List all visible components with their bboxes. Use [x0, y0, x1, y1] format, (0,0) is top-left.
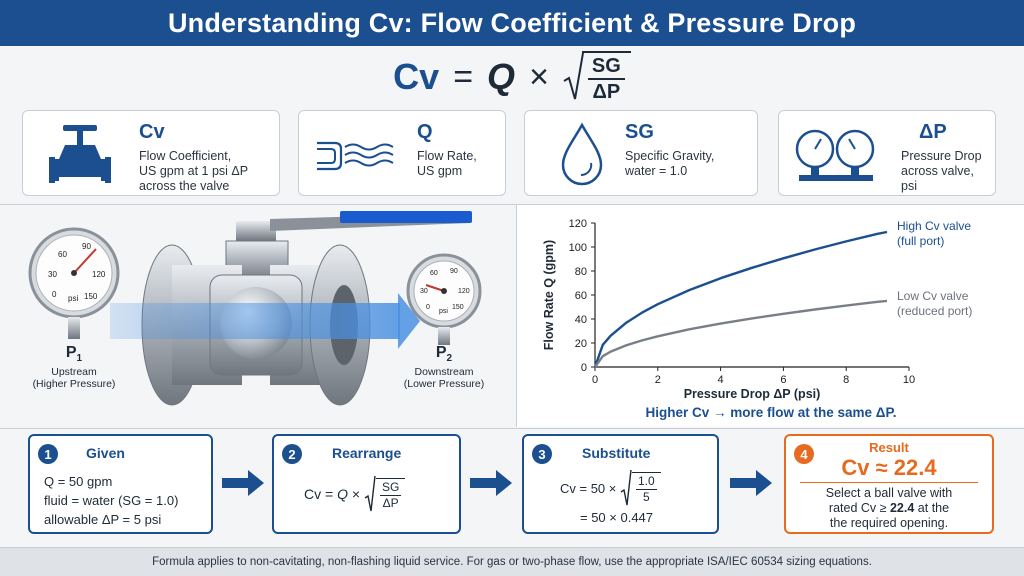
step-substitute: 3 Substitute Cv = 50 × 1.0 5 = 50 × 0.44… [522, 434, 719, 534]
step-title: Rearrange [332, 445, 402, 461]
card-symbol: Cv [139, 121, 165, 143]
step-number: 2 [282, 444, 302, 464]
divider [0, 428, 1024, 429]
radical-sign-icon [620, 469, 632, 506]
x-tick-label: 8 [843, 374, 849, 386]
radical-sign-icon [563, 52, 584, 100]
gauge-tick: 60 [430, 270, 438, 277]
formula-times: × [529, 57, 549, 96]
droplet-icon [561, 122, 603, 186]
card-symbol: ΔP [919, 121, 947, 143]
y-tick-label: 0 [581, 362, 587, 374]
card-q: Q Flow Rate, US gpm [298, 110, 506, 196]
arrow-right-icon [470, 470, 512, 496]
gauge-unit: psi [68, 294, 78, 303]
arrow-right-icon [730, 470, 772, 496]
step-number: 4 [794, 444, 814, 464]
result-divider [800, 482, 978, 483]
card-desc: Pressure Drop across valve, psi [901, 149, 982, 193]
legend-low-cv: Low Cv valve (reduced port) [897, 289, 973, 318]
gauge-tick: 120 [92, 270, 106, 279]
x-tick-label: 10 [903, 374, 915, 386]
footer-note: Formula applies to non-cavitating, non-f… [0, 547, 1024, 576]
y-tick-label: 80 [575, 266, 587, 278]
step-body-line2: = 50 × 0.447 [580, 510, 654, 525]
formula-cv: Cv [393, 56, 440, 97]
flow-waves-icon [317, 141, 394, 171]
card-dp: ΔP Pressure Drop across valve, psi [778, 110, 996, 196]
card-desc: Flow Coefficient, US gpm at 1 psi ΔP acr… [139, 149, 249, 193]
formula-q: Q [487, 56, 516, 97]
step-body: Q = 50 gpm fluid = water (SG = 1.0) allo… [44, 474, 179, 527]
x-tick-label: 2 [655, 374, 661, 386]
legend-high-cv: High Cv valve (full port) [897, 219, 972, 248]
main-formula: Cv = Q × SG ΔP [0, 48, 1024, 106]
chart-caption: Higher Cv → more flow at the same ΔP. [645, 405, 897, 420]
x-axis-label: Pressure Drop ΔP (psi) [684, 387, 821, 401]
gauge-tick: 150 [452, 304, 464, 311]
y-tick-label: 60 [575, 290, 587, 302]
step-rearrange: 2 Rearrange Cv = Q × SG ΔP [272, 434, 461, 534]
y-axis-label: Flow Rate Q (gpm) [542, 240, 556, 350]
step-title: Result [869, 440, 909, 455]
valve-illustration: 30 60 90 120 0 150 psi 30 60 90 120 0 15… [0, 205, 512, 427]
x-tick-label: 4 [718, 374, 724, 386]
card-sg: SG Specific Gravity, water = 1.0 [524, 110, 758, 196]
formula-fraction: SG ΔP [581, 50, 631, 104]
result-value: Cv ≈ 22.4 [841, 455, 937, 480]
step-title: Substitute [582, 445, 651, 461]
gauge-tick: 150 [84, 292, 98, 301]
step-body: Cv = 50 × 1.0 5 [560, 468, 661, 508]
step-title: Given [86, 445, 125, 461]
step-number: 3 [532, 444, 552, 464]
page-title: Understanding Cv: Flow Coefficient & Pre… [167, 7, 857, 38]
p1-symbol: P1 [65, 344, 83, 365]
series-line-high-cv [593, 230, 888, 368]
y-tick-label: 100 [569, 242, 587, 254]
gauge-tick: 0 [52, 290, 57, 299]
title-bar: Understanding Cv: Flow Coefficient & Pre… [0, 0, 1024, 46]
formula-denominator: ΔP [592, 80, 621, 103]
gauge-tick: 60 [58, 250, 67, 259]
gauge-tick: 30 [48, 270, 57, 279]
arrow-right-icon [222, 470, 264, 496]
y-tick-label: 20 [575, 338, 587, 350]
x-tick-label: 0 [592, 374, 598, 386]
step-body: Cv = Q × SG ΔP [304, 474, 406, 514]
x-tick-label: 6 [780, 374, 786, 386]
gauge-tick: 120 [458, 288, 470, 295]
step-body: Select a ball valve with rated Cv ≥ 22.4… [825, 486, 953, 530]
formula-numerator: SG [587, 55, 625, 80]
y-tick-label: 120 [569, 218, 587, 230]
y-tick-label: 40 [575, 314, 587, 326]
formula-sqrt: SG ΔP [563, 50, 631, 104]
step-given: 1 Given Q = 50 gpm fluid = water (SG = 1… [28, 434, 213, 534]
gauge-tick: 90 [450, 268, 458, 275]
card-symbol: Q [417, 121, 433, 143]
step-result: 4 Result Cv ≈ 22.4 Select a ball valve w… [784, 434, 994, 534]
valve-icon [49, 125, 111, 183]
formula-equals: = [453, 57, 474, 96]
card-cv: Cv Flow Coefficient, US gpm at 1 psi ΔP … [22, 110, 280, 196]
divider [0, 204, 1024, 205]
card-desc: Specific Gravity, water = 1.0 [625, 149, 715, 178]
gauge-tick: 90 [82, 242, 91, 251]
gauge-tick: 0 [426, 304, 430, 311]
card-desc: Flow Rate, US gpm [417, 149, 477, 178]
radical-sign-icon [364, 475, 376, 512]
upstream-label: P1 Upstream (Higher Pressure) [14, 344, 134, 391]
pressure-gauges-icon [795, 129, 875, 181]
downstream-label: P2 Downstream (Lower Pressure) [388, 344, 500, 391]
card-symbol: SG [625, 121, 654, 143]
ball-valve-image: 30 60 90 120 0 150 psi 30 60 90 120 0 15… [28, 211, 482, 406]
series-line-low-cv [594, 299, 888, 368]
step-number: 1 [38, 444, 58, 464]
p2-symbol: P2 [435, 344, 453, 365]
gauge-tick: 30 [420, 288, 428, 295]
gauge-unit: psi [439, 308, 448, 315]
